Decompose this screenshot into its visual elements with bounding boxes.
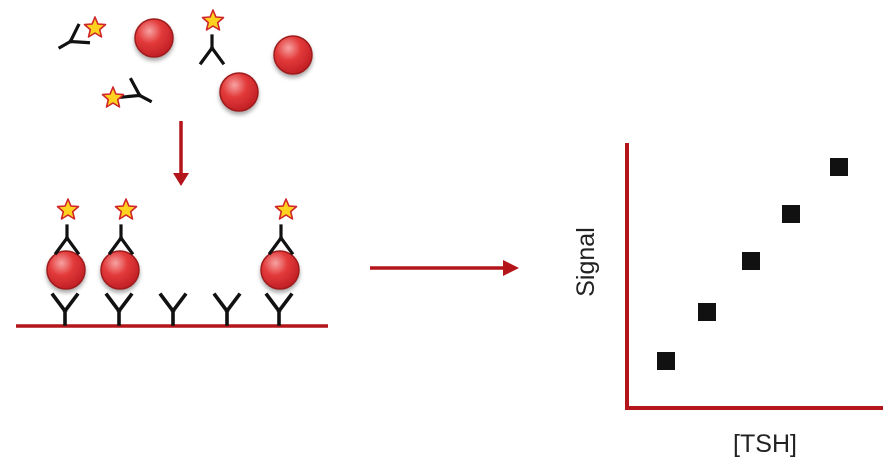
antibody-icon <box>120 77 157 112</box>
x-axis-label: [TSH] <box>733 430 797 458</box>
square-marker-icon <box>657 352 675 370</box>
star-label-icon <box>83 16 107 38</box>
star-label-icon <box>56 198 80 220</box>
antibody-icon <box>53 23 90 58</box>
antigen-sphere-icon <box>135 19 173 57</box>
detection-antibody-icon <box>108 224 134 255</box>
antigen-sphere-icon <box>220 73 258 111</box>
sandwich-assay <box>16 198 328 328</box>
star-label-icon <box>114 198 138 220</box>
square-marker-icon <box>830 158 848 176</box>
antigen-sphere-icon <box>261 251 299 289</box>
star-label-icon <box>201 9 225 31</box>
detection-antibody-icon <box>268 224 294 255</box>
star-label-icon <box>101 86 125 108</box>
y-axis-label: Signal <box>572 227 600 297</box>
square-marker-icon <box>782 205 800 223</box>
detection-antibody-icon <box>54 224 80 255</box>
square-marker-icon <box>698 303 716 321</box>
antigen-sphere-icon <box>47 251 85 289</box>
free-labeled-antibody <box>199 9 225 65</box>
free-labeled-antibody <box>53 16 107 58</box>
antigen-sphere-icon <box>274 36 312 74</box>
right-arrow <box>370 260 519 276</box>
capture-antibody-icon <box>159 293 187 326</box>
antigen-sphere-icon <box>101 251 139 289</box>
capture-antibody-icon <box>213 293 241 326</box>
signal-graph: Signal [TSH] <box>572 143 883 458</box>
capture-antibody-icon <box>265 293 293 326</box>
star-label-icon <box>274 198 298 220</box>
capture-antibody-icon <box>105 293 133 326</box>
data-markers <box>657 158 848 370</box>
antibody-icon <box>199 34 225 65</box>
free-reagents <box>53 9 312 112</box>
capture-antibody-icon <box>51 293 79 326</box>
free-labeled-antibody <box>101 77 157 112</box>
square-marker-icon <box>742 252 760 270</box>
down-arrow <box>173 121 189 186</box>
